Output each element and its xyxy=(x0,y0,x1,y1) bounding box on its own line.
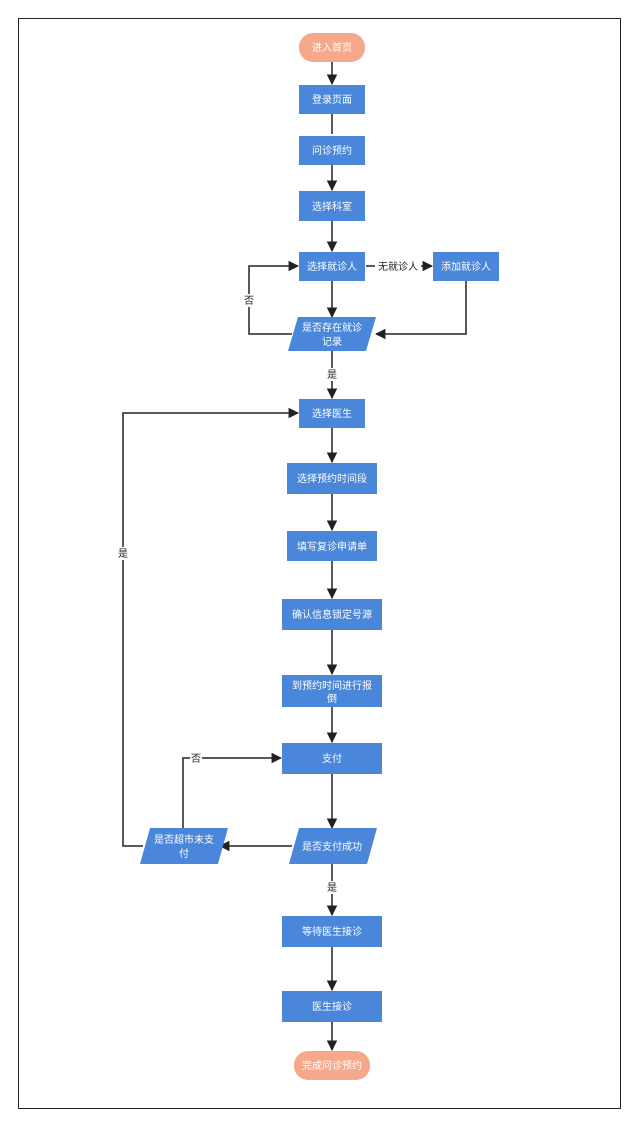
node-time-slot xyxy=(287,463,377,494)
edge-label-yes-1: 是 xyxy=(327,369,337,381)
node-pay-success-label: 是否支付成功 xyxy=(302,840,362,853)
node-wait xyxy=(282,916,382,947)
node-confirm-label: 确认信息锁定号源 xyxy=(292,608,372,621)
node-accept-label: 医生接诊 xyxy=(312,1000,352,1013)
node-doctor xyxy=(299,399,365,428)
node-record-exists-label-1: 是否存在就诊 xyxy=(302,321,362,334)
node-record-exists xyxy=(288,317,376,351)
node-dept-label: 选择科室 xyxy=(312,200,352,213)
node-pay-label: 支付 xyxy=(322,752,342,765)
node-doctor-label: 选择医生 xyxy=(312,407,352,420)
node-record-exists-label-2: 记录 xyxy=(322,336,342,348)
node-end xyxy=(294,1051,370,1080)
edge-overtime-no xyxy=(182,752,283,828)
node-start xyxy=(299,33,365,62)
node-add-patient xyxy=(433,252,499,281)
node-wait-label: 等待医生接诊 xyxy=(302,925,362,938)
edge-label-no-patient: 无就诊人 xyxy=(378,260,418,273)
node-report-label-2: 倒 xyxy=(327,693,337,705)
edge-add-record xyxy=(374,281,467,340)
edge-label-no-1: 否 xyxy=(244,295,254,307)
node-report xyxy=(282,675,382,707)
node-select-patient xyxy=(299,252,365,281)
node-consult xyxy=(299,136,365,165)
node-form xyxy=(287,531,377,561)
node-login-label: 登录页面 xyxy=(312,93,352,106)
node-report-label-1: 到预约时间进行报 xyxy=(292,679,372,692)
node-select-patient-label: 选择就诊人 xyxy=(307,260,357,273)
node-pay xyxy=(282,743,382,774)
edge-label-yes-3: 是 xyxy=(327,882,337,894)
node-form-label: 填写复诊申请单 xyxy=(297,540,367,553)
edge-overtime-yes xyxy=(122,407,300,847)
node-add-patient-label: 添加就诊人 xyxy=(441,260,491,273)
node-accept xyxy=(282,991,382,1022)
node-overtime-unpaid xyxy=(140,828,228,864)
node-start-label: 进入首页 xyxy=(312,41,352,54)
nodes: 进入首页 登录页面 问诊预约 选择科室 选择就诊人 添加就诊人 是否存在就诊 记… xyxy=(140,33,499,1080)
node-time-slot-label: 选择预约时间段 xyxy=(297,472,367,485)
edge-record-no xyxy=(248,260,300,335)
node-overtime-label-1: 是否超市未支 xyxy=(154,833,214,846)
edge-labels: 无就诊人 否 是 是 否 是 xyxy=(117,259,421,894)
edge-label-no-2: 否 xyxy=(191,753,201,765)
edge-label-yes-2: 是 xyxy=(118,548,128,560)
node-confirm xyxy=(282,599,382,630)
node-dept xyxy=(299,191,365,221)
node-pay-success xyxy=(289,828,377,864)
node-end-label: 完成问诊预约 xyxy=(302,1059,362,1072)
node-login xyxy=(299,85,365,114)
node-consult-label: 问诊预约 xyxy=(312,144,352,157)
node-overtime-label-2: 付 xyxy=(179,847,189,860)
